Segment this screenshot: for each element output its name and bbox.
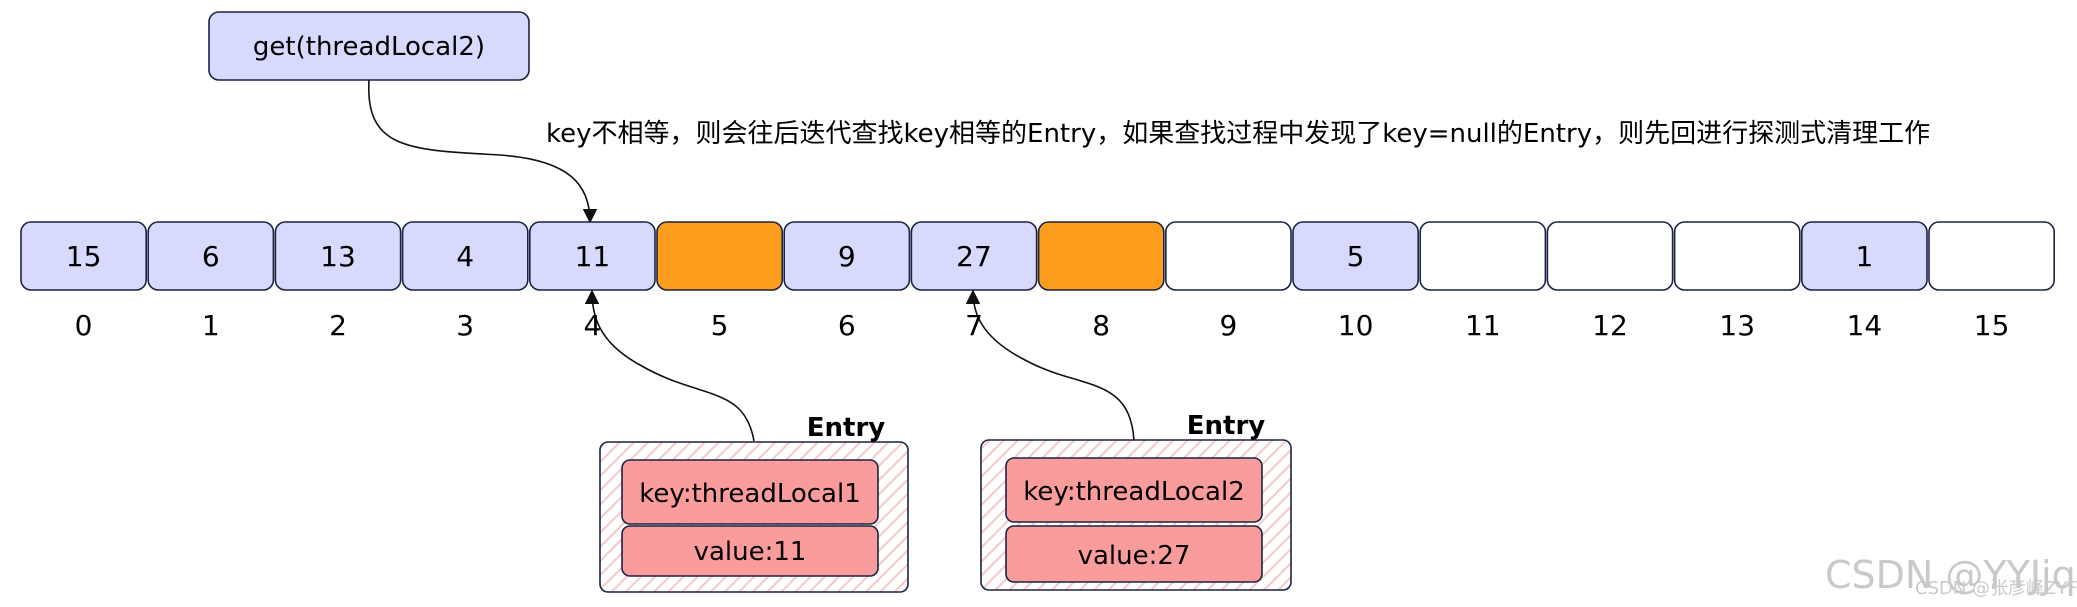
table-cell-box	[656, 221, 783, 291]
table-cell	[1037, 221, 1165, 291]
table-cell-box	[401, 221, 529, 291]
index-label: 15	[1974, 309, 2010, 342]
index-label: 10	[1338, 309, 1374, 342]
table-cell-box	[1673, 221, 1801, 291]
arrow-entry1-to-cell-4	[584, 289, 755, 442]
entry-title: Entry	[1187, 411, 1266, 441]
entry-value-text: value:27	[1078, 541, 1191, 571]
table-cell: 15	[20, 221, 147, 291]
index-label: 8	[1092, 309, 1110, 342]
table-cell-value: 1	[1855, 240, 1873, 273]
table-cell-value: 6	[202, 240, 220, 273]
get-call-box: get(threadLocal2)	[208, 11, 530, 81]
watermark-main: CSDN @YYJjq	[1825, 553, 2076, 597]
index-label: 13	[1719, 309, 1755, 342]
table-cell-box	[20, 221, 147, 291]
table-cell-value: 11	[575, 240, 611, 273]
entry-key-text: key:threadLocal2	[1023, 477, 1245, 507]
entry-table: 15 6 13 4 11 9 27 5 1	[20, 221, 2055, 291]
table-cell-value: 15	[66, 240, 102, 273]
table-cell-box	[1037, 221, 1165, 291]
table-cell	[1546, 221, 1674, 291]
entry-key-field	[621, 459, 879, 525]
arrow-entry2-to-cell-7	[965, 289, 1135, 442]
table-cell-value: 27	[956, 240, 992, 273]
table-cell-box	[1801, 221, 1928, 291]
table-cell-value: 4	[456, 240, 474, 273]
entry-key-text: key:threadLocal1	[639, 479, 861, 509]
index-label: 9	[1219, 309, 1237, 342]
get-call-label: get(threadLocal2)	[253, 32, 485, 62]
index-label: 1	[202, 309, 220, 342]
entry-value-field	[1005, 525, 1263, 583]
index-label: 7	[965, 309, 983, 342]
table-cell-value: 5	[1347, 240, 1365, 273]
table-cell-box	[1292, 221, 1419, 291]
entry-title: Entry	[807, 413, 886, 443]
table-cell-box	[1928, 221, 2055, 291]
table-cell: 4	[401, 221, 529, 291]
index-label: 6	[838, 309, 856, 342]
table-cell-box	[528, 221, 656, 291]
table-cell: 6	[147, 221, 275, 291]
table-cell-box	[147, 221, 275, 291]
table-cell	[1928, 221, 2055, 291]
table-cell	[1673, 221, 1801, 291]
table-cell-box	[1419, 221, 1547, 291]
table-cell-value: 13	[320, 240, 356, 273]
table-cell: 9	[783, 221, 911, 291]
index-label: 14	[1847, 309, 1883, 342]
table-cell	[1419, 221, 1547, 291]
arrow-get-to-cell-4	[368, 79, 598, 224]
table-cell: 5	[1292, 221, 1419, 291]
entry-box-2: Entry key:threadLocal2 value:27	[980, 411, 1292, 591]
table-cell: 1	[1801, 221, 1928, 291]
index-label: 3	[456, 309, 474, 342]
table-cell-box	[1546, 221, 1674, 291]
table-cell-box	[1165, 221, 1292, 291]
index-label: 11	[1465, 309, 1501, 342]
index-label: 0	[75, 309, 93, 342]
entry-value-text: value:11	[694, 537, 807, 567]
watermark-sub: CSDN @张彦峰ZYF	[1915, 578, 2077, 599]
table-cell	[656, 221, 783, 291]
probe-note: key不相等，则会往后迭代查找key相等的Entry，如果查找过程中发现了key…	[546, 119, 1930, 149]
entry-key-field	[1005, 457, 1263, 523]
table-cell-box	[910, 221, 1038, 291]
entry-value-field	[621, 525, 879, 577]
table-cell: 13	[274, 221, 402, 291]
index-label: 2	[329, 309, 347, 342]
table-cell	[1165, 221, 1292, 291]
table-cell-value: 9	[838, 240, 856, 273]
table-cell-box	[783, 221, 911, 291]
index-label: 4	[583, 309, 601, 342]
index-label: 5	[711, 309, 729, 342]
table-cell: 27	[910, 221, 1038, 291]
entry-box-1: Entry key:threadLocal1 value:11	[599, 413, 909, 593]
table-cell-box	[274, 221, 402, 291]
table-cell: 11	[528, 221, 656, 291]
index-label: 12	[1592, 309, 1628, 342]
